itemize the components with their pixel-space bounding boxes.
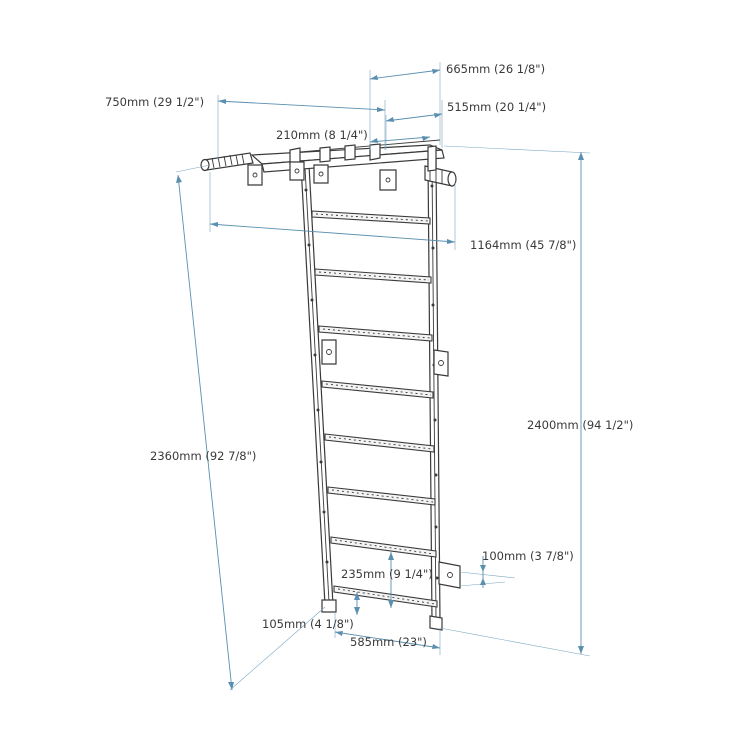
rung-2 bbox=[314, 268, 432, 284]
bar-bracket-2 bbox=[289, 161, 305, 181]
dimension-labels: 665mm (26 1/8") 750mm (29 1/2") 515mm (2… bbox=[105, 62, 633, 649]
bracket-left-mid bbox=[321, 339, 337, 365]
bar-bracket-4 bbox=[379, 169, 397, 191]
label-top-span: 1164mm (45 7/8") bbox=[470, 238, 576, 252]
ladder bbox=[300, 159, 461, 631]
foot-right bbox=[429, 615, 443, 631]
rung-3 bbox=[318, 325, 433, 342]
label-bar-depth: 665mm (26 1/8") bbox=[446, 62, 545, 76]
bracket-right-low bbox=[438, 561, 461, 589]
pull-up-bar bbox=[200, 139, 457, 191]
rung-8 bbox=[333, 585, 438, 608]
bar-bracket-3 bbox=[313, 164, 329, 184]
label-bar-grip-spacing: 210mm (8 1/4") bbox=[276, 128, 368, 142]
label-ladder-height: 2360mm (92 7/8") bbox=[150, 449, 256, 463]
bar-bracket-5 bbox=[427, 145, 437, 172]
label-bar-inner-depth: 515mm (20 1/4") bbox=[447, 100, 546, 114]
label-bottom-clearance: 105mm (4 1/8") bbox=[262, 617, 354, 631]
foot-left bbox=[321, 599, 337, 613]
label-ladder-width: 585mm (23") bbox=[350, 635, 427, 649]
dimension-lines bbox=[175, 62, 591, 691]
left-handle bbox=[200, 152, 254, 172]
bar-frame-back bbox=[261, 149, 445, 173]
label-total-height: 2400mm (94 1/2") bbox=[527, 418, 633, 432]
bar-bracket-1 bbox=[247, 164, 263, 186]
label-rung-spacing: 235mm (9 1/4") bbox=[341, 567, 433, 581]
bracket-right-mid bbox=[433, 349, 449, 377]
rung-6 bbox=[327, 486, 436, 506]
rung-7 bbox=[330, 536, 437, 558]
label-wall-offset: 100mm (3 7/8") bbox=[482, 549, 574, 563]
label-bar-width: 750mm (29 1/2") bbox=[105, 95, 204, 109]
